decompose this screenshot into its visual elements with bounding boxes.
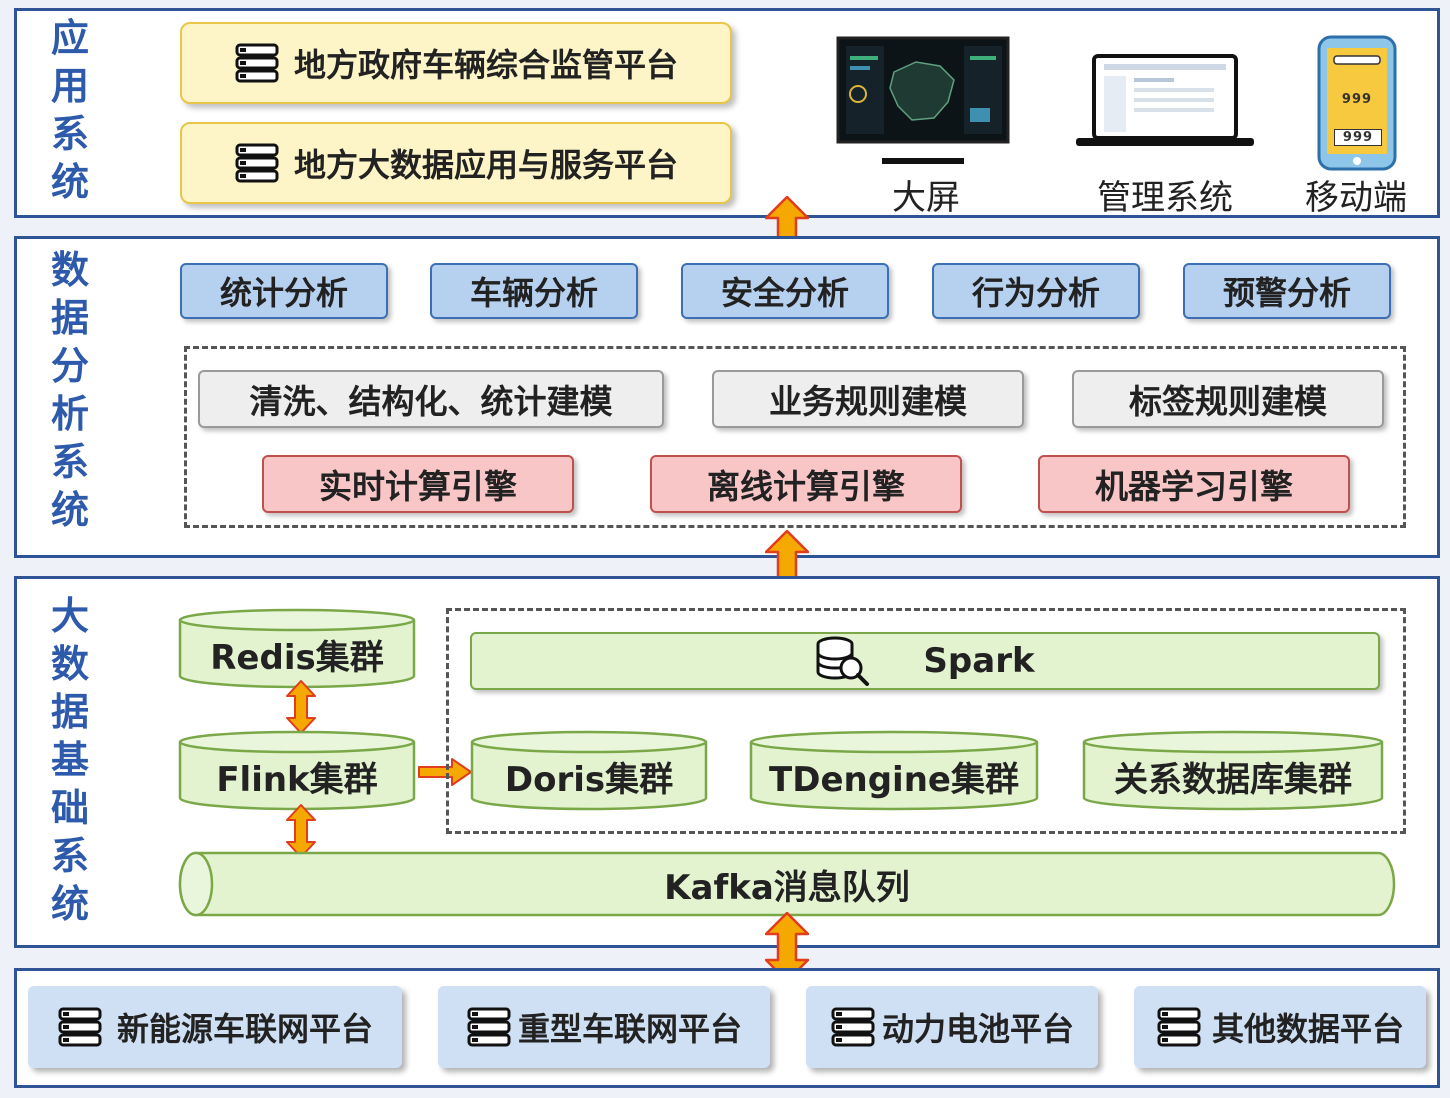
statistics-analysis-box: 统计分析 xyxy=(180,263,388,319)
database-icon xyxy=(466,1007,512,1047)
big-screen-icon xyxy=(836,36,1010,164)
bidirectional-arrow-icon xyxy=(286,804,316,858)
phone-digits-row-2: 999 xyxy=(1334,129,1382,146)
kafka-queue-label: Kafka消息队列 xyxy=(664,867,910,908)
database-icon xyxy=(1156,1007,1202,1047)
warning-analysis-box: 预警分析 xyxy=(1183,263,1391,319)
database-icon xyxy=(830,1007,876,1047)
mobile-phone-icon: 999 999 xyxy=(1316,34,1398,172)
modeling-engine-group xyxy=(184,346,1406,528)
flink-cluster-cylinder: Flink集群 xyxy=(178,730,416,812)
big-screen-label: 大屏 xyxy=(892,178,960,218)
behavior-analysis-box: 行为分析 xyxy=(932,263,1140,319)
platform-regional-bigdata-service: 地方大数据应用与服务平台 xyxy=(180,122,732,204)
database-icon xyxy=(234,143,280,183)
mobile-label: 移动端 xyxy=(1305,178,1407,218)
tdengine-cluster-cylinder: TDengine集群 xyxy=(749,730,1039,812)
storage-compute-group xyxy=(446,608,1406,834)
platform-regional-vehicle-supervision: 地方政府车辆综合监管平台 xyxy=(180,22,732,104)
database-icon xyxy=(234,43,280,83)
flink-cluster-label: Flink集群 xyxy=(216,759,378,800)
tdengine-cluster-label: TDengine集群 xyxy=(769,759,1019,800)
nev-iov-platform-box: 新能源车联网平台 xyxy=(28,986,402,1068)
redis-cluster-label: Redis集群 xyxy=(210,637,384,678)
right-arrow-icon xyxy=(418,758,472,786)
database-icon xyxy=(57,1007,103,1047)
analysis-layer-title: 数 据 分 析 系 统 xyxy=(50,248,89,532)
relational-db-cluster-cylinder: 关系数据库集群 xyxy=(1082,730,1384,812)
relational-db-cluster-label: 关系数据库集群 xyxy=(1114,759,1352,800)
doris-cluster-cylinder: Doris集群 xyxy=(470,730,708,812)
laptop-icon xyxy=(1076,54,1254,146)
spark-box: Spark xyxy=(470,632,1380,690)
other-data-platform-box: 其他数据平台 xyxy=(1134,986,1426,1068)
bidirectional-arrow-icon xyxy=(286,680,316,734)
tag-rule-modeling-box: 标签规则建模 xyxy=(1072,370,1384,428)
business-rule-modeling-box: 业务规则建模 xyxy=(712,370,1024,428)
power-battery-platform-box: 动力电池平台 xyxy=(806,986,1098,1068)
ml-engine-box: 机器学习引擎 xyxy=(1038,455,1350,513)
application-layer-title: 应 用 系 统 xyxy=(50,16,89,204)
infrastructure-layer-title: 大 数 据 基 础 系 统 xyxy=(50,594,89,926)
vehicle-analysis-box: 车辆分析 xyxy=(430,263,638,319)
redis-cluster-cylinder: Redis集群 xyxy=(178,608,416,690)
kafka-queue-cylinder: Kafka消息队列 xyxy=(178,851,1396,917)
heavy-vehicle-iov-platform-box: 重型车联网平台 xyxy=(438,986,770,1068)
safety-analysis-box: 安全分析 xyxy=(681,263,889,319)
offline-engine-box: 离线计算引擎 xyxy=(650,455,962,513)
doris-cluster-label: Doris集群 xyxy=(504,759,674,800)
phone-digits-row-1: 999 xyxy=(1341,92,1373,107)
cleaning-modeling-box: 清洗、结构化、统计建模 xyxy=(198,370,664,428)
realtime-engine-box: 实时计算引擎 xyxy=(262,455,574,513)
management-system-label: 管理系统 xyxy=(1097,178,1233,218)
database-search-icon xyxy=(816,636,870,686)
